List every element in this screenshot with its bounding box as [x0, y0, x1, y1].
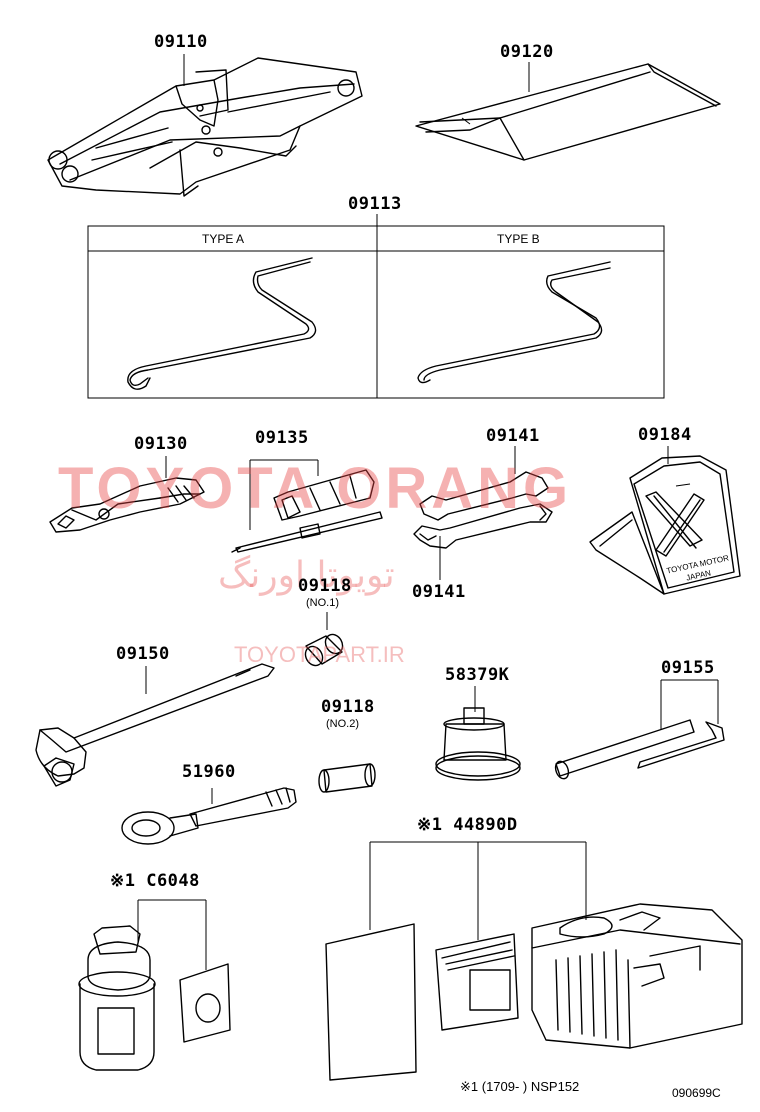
towing-eye-drawing — [121, 787, 297, 845]
tool-bag-drawing — [415, 62, 721, 161]
compressor-kit-drawing — [325, 841, 743, 1081]
plate-stand-drawing — [589, 446, 741, 595]
label-44890D: ※1 44890D — [417, 815, 518, 835]
label-C6048: ※1 C6048 — [110, 871, 200, 891]
extension-bar-drawing — [554, 679, 725, 780]
label-09141-upper: 09141 — [486, 426, 540, 446]
watermark-brand: TOYOTA ORANG — [58, 456, 573, 521]
label-09110: 09110 — [154, 32, 208, 52]
sublabel-no2: (NO.2) — [326, 718, 359, 730]
label-51960: 51960 — [182, 762, 236, 782]
label-09130: 09130 — [134, 434, 188, 454]
illustration-code: 090699C — [672, 1086, 721, 1100]
sealant-bottle-drawing — [78, 899, 231, 1071]
table-header-type-a: TYPE A — [202, 232, 245, 246]
scissor-jack-drawing — [47, 54, 363, 197]
footnote: ※1 (1709- ) NSP152 — [460, 1079, 580, 1094]
label-09120: 09120 — [500, 42, 554, 62]
socket-no2-drawing — [318, 763, 376, 793]
label-09141-lower: 09141 — [412, 582, 466, 602]
socket-no1-drawing — [304, 612, 344, 667]
watermark-site: TOYOTAPART.IR — [234, 642, 405, 667]
label-09113: 09113 — [348, 194, 402, 214]
sublabel-no1: (NO.1) — [306, 597, 339, 609]
label-09118-no1: 09118 — [298, 576, 352, 596]
label-09155: 09155 — [661, 658, 715, 678]
label-09118-no2: 09118 — [321, 697, 375, 717]
lug-wrench-drawing — [35, 663, 275, 787]
screwdriver-drawing — [231, 459, 383, 553]
label-09184: 09184 — [638, 425, 692, 445]
label-58379K: 58379K — [445, 665, 510, 685]
pliers-drawing — [49, 456, 205, 533]
table-header-type-b: TYPE B — [497, 232, 540, 246]
wrenches-drawing — [413, 446, 553, 580]
label-09150: 09150 — [116, 644, 170, 664]
watermark-persian: تویوتا اورنگ — [218, 555, 395, 596]
label-09135: 09135 — [255, 428, 309, 448]
jack-adapter-drawing — [435, 686, 521, 781]
handle-table — [87, 214, 665, 399]
